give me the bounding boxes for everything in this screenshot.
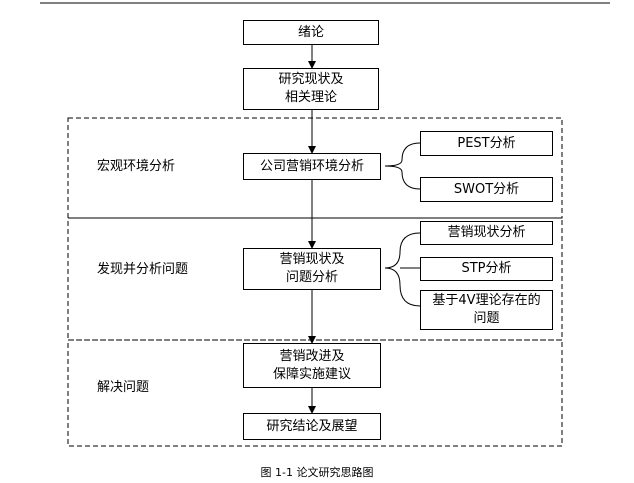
brace-discover (384, 232, 421, 307)
pest-label: PEST分析 (457, 135, 516, 151)
section-label-discover: 发现并分析问题 (97, 262, 189, 277)
section-label-solve: 解决问题 (97, 380, 150, 395)
stp-box: STP分析 (420, 257, 553, 281)
section-label-macro: 宏观环境分析 (97, 159, 176, 174)
intro-label: 绪论 (297, 24, 324, 40)
env-analysis-label: 公司营销环境分析 (259, 158, 364, 174)
swot-box: SWOT分析 (420, 177, 553, 202)
research-status-box: 研究现状及 相关理论 (243, 68, 379, 110)
env-analysis-box: 公司营销环境分析 (243, 153, 381, 180)
conclusion-label: 研究结论及展望 (266, 418, 358, 434)
section-frame-macro (67, 117, 563, 219)
figure-caption: 图 1-1 论文研究思路图 (260, 466, 374, 479)
research-status-label: 研究现状及 相关理论 (278, 72, 344, 105)
section-frame-discover (67, 217, 563, 341)
improvement-label: 营销改进及 保障实施建议 (272, 348, 351, 382)
section-frame-solve (67, 339, 563, 447)
brace-macro (384, 142, 421, 190)
market-status-box: 营销现状分析 (420, 221, 553, 245)
fourv-label: 基于4V理论存在的 问题 (432, 293, 541, 326)
marketing-status-box: 营销现状及 问题分析 (243, 248, 381, 290)
pest-box: PEST分析 (420, 131, 553, 156)
swot-label: SWOT分析 (453, 181, 520, 197)
market-status-label: 营销现状分析 (447, 225, 526, 240)
marketing-status-label: 营销现状及 问题分析 (279, 252, 345, 285)
intro-box: 绪论 (243, 20, 379, 45)
fourv-box: 基于4V理论存在的 问题 (420, 290, 553, 330)
stp-label: STP分析 (461, 261, 512, 276)
conclusion-box: 研究结论及展望 (243, 413, 381, 440)
improvement-box: 营销改进及 保障实施建议 (243, 343, 381, 388)
